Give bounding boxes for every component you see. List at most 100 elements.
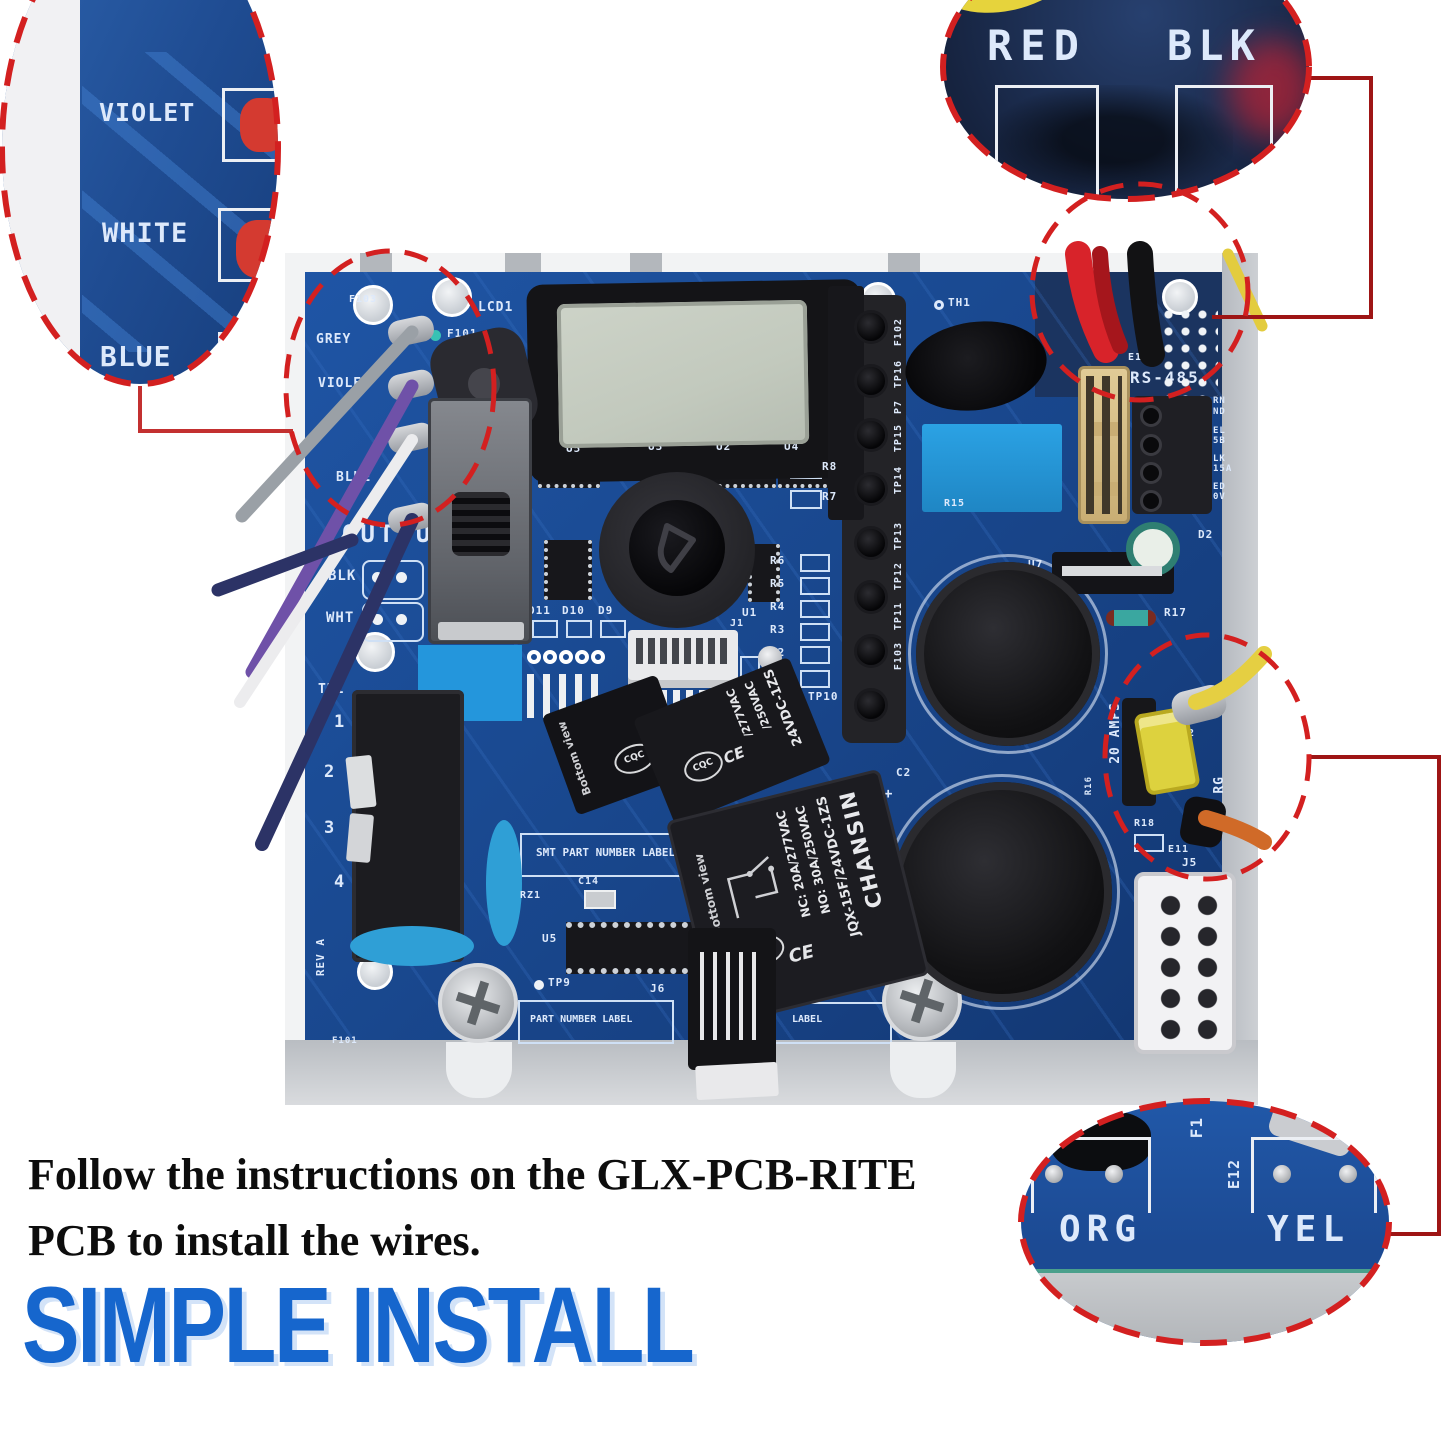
chassis-edge	[1021, 1269, 1389, 1343]
silkscreen-smt-label: SMT PART NUMBER LABEL	[536, 846, 676, 859]
pad	[372, 572, 383, 583]
transformer-blue	[922, 424, 1062, 512]
callout-label-white: WHITE	[102, 218, 189, 249]
resistor	[790, 490, 822, 509]
silkscreen-2: 2	[324, 762, 336, 782]
rj-jack-contacts	[700, 952, 764, 1040]
pad-outline	[1251, 1137, 1377, 1213]
resistor	[800, 623, 830, 641]
callout-label-e12: E12	[1225, 1159, 1243, 1190]
chassis-tab	[888, 253, 920, 273]
push-button	[854, 418, 888, 452]
silkscreen-r18: R18	[1134, 818, 1156, 829]
silkscreen-r6: R6	[770, 554, 786, 567]
pad-box-blk	[362, 560, 424, 600]
slide-switch-knob	[452, 492, 510, 556]
silkscreen-plus: +	[884, 786, 894, 802]
relay-main: CHANSIN JQX-15F/24VDC-1ZS NO: 30A/250VAC…	[665, 768, 931, 1028]
silkscreen-r5: R5	[770, 577, 786, 590]
pad-outline	[1175, 85, 1273, 195]
capacitor-large	[916, 562, 1100, 746]
relay-schematic	[726, 856, 779, 919]
slide-switch-base	[438, 622, 524, 640]
silkscreen-d11: D11	[528, 604, 551, 617]
silkscreen-r16: R16	[1084, 776, 1094, 796]
header-j1-slots	[636, 638, 732, 664]
push-button	[854, 364, 888, 398]
gold-socket-slots	[1086, 376, 1122, 514]
relay-ce-mark: CE	[720, 742, 748, 768]
silkscreen-r3: R3	[770, 623, 786, 636]
silkscreen-r8: R8	[822, 460, 838, 473]
push-button	[854, 310, 888, 344]
silkscreen-tp9-bottom: TP9	[548, 976, 571, 989]
push-button	[854, 634, 888, 668]
pad-outline	[1031, 1137, 1151, 1213]
terminal-hole	[1140, 405, 1162, 427]
resistor-r18	[1134, 834, 1164, 852]
tp9-pad	[534, 980, 544, 990]
resistor	[800, 600, 830, 618]
silkscreen-tp14: TP14	[893, 466, 904, 495]
silkscreen-u5-dip: U5	[542, 932, 558, 945]
push-button	[854, 580, 888, 614]
silkscreen-d2: D2	[1198, 528, 1214, 541]
silkscreen-label: LABEL	[792, 1014, 823, 1025]
silkscreen-gnd: ND	[1213, 407, 1226, 417]
terminal-hole	[1140, 490, 1162, 512]
callout-label-f1: F1	[1187, 1117, 1206, 1139]
silkscreen-d9: D9	[598, 604, 614, 617]
silkscreen-r17: R17	[1164, 606, 1187, 619]
silkscreen-c14: C14	[578, 876, 600, 887]
mount-hole	[353, 285, 393, 325]
rotary-knob-pointer	[657, 523, 696, 573]
silkscreen-violet: VIOLET	[318, 376, 371, 391]
e11-grommet	[1178, 794, 1228, 850]
push-button	[854, 688, 888, 722]
chassis-wedge	[890, 1042, 956, 1098]
silkscreen-r15: R15	[944, 498, 966, 509]
silkscreen-rz1: RZ1	[520, 890, 542, 901]
pad-outline	[218, 208, 278, 282]
silkscreen-tp13: TP13	[893, 522, 904, 551]
pad-outline	[218, 332, 278, 382]
silkscreen-j1: J1	[730, 618, 745, 629]
resistor	[800, 554, 830, 572]
silkscreen-lcd1: LCD1	[478, 300, 514, 315]
silkscreen-grey: GREY	[316, 332, 352, 347]
silkscreen-rev-a: REV A	[314, 938, 327, 977]
callout-org-yel: F1 E12 ORG YEL	[1021, 1101, 1389, 1343]
silkscreen-f102: F102	[893, 318, 904, 347]
silkscreen-f103: F103	[349, 294, 378, 305]
silkscreen-blue: BLUE	[336, 470, 372, 485]
silkscreen-tp10: TP10	[808, 690, 839, 703]
pcb-edge-white	[2, 0, 80, 384]
resistor	[800, 646, 830, 664]
callout-label-blk: BLK	[1167, 21, 1261, 70]
pad-box-wht	[362, 602, 424, 642]
silkscreen-j6: J6	[650, 982, 666, 995]
silkscreen-wht: WHT	[326, 610, 355, 626]
silkscreen-15a: 15A	[1213, 464, 1233, 474]
regulator-stripe	[1062, 566, 1162, 576]
silkscreen-grn: RN	[1213, 396, 1226, 406]
blue-cap-disc	[486, 820, 522, 946]
silkscreen-tp16: TP16	[893, 360, 904, 389]
callout-label-yel: YEL	[1267, 1209, 1351, 1250]
relay-ce-mark: CE	[786, 941, 817, 968]
headline-simple-install: SIMPLE INSTALL	[22, 1264, 695, 1385]
silkscreen-4: 4	[334, 872, 346, 892]
pad-outline	[222, 88, 278, 162]
silkscreen-red: ED	[1213, 482, 1226, 492]
silkscreen-blk: BLK	[328, 568, 357, 584]
callout-label-org: ORG	[1059, 1209, 1143, 1250]
silkscreen-part-number-label: PART NUMBER LABEL	[530, 1014, 633, 1025]
lcd-latch-pin	[468, 368, 500, 400]
silkscreen-0v: 0V	[1213, 492, 1226, 502]
j10-ring	[591, 650, 605, 664]
pad	[396, 614, 407, 625]
callout-connector-left	[138, 386, 293, 433]
led-pad	[566, 620, 592, 638]
chassis-tab	[630, 253, 662, 273]
smd-part	[584, 890, 616, 909]
